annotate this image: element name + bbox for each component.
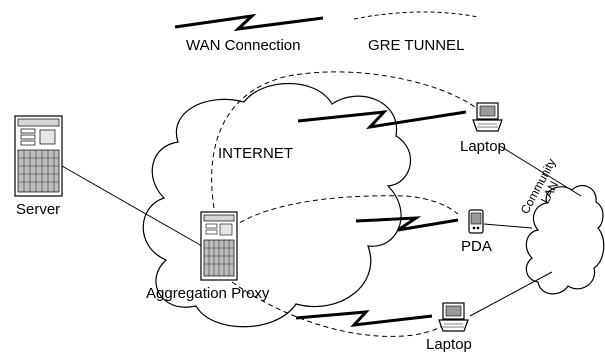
laptop-top-to-lan-link: [499, 145, 582, 197]
pda-to-lan-link: [483, 223, 533, 229]
wan-link-middle-lightning-icon: [355, 216, 459, 232]
laptop-bottom-label: Laptop: [426, 336, 472, 353]
pda-label: PDA: [461, 238, 492, 255]
internet-label: INTERNET: [218, 145, 293, 162]
gre-tunnel-top: [211, 71, 477, 209]
laptop-top-icon: [472, 102, 503, 132]
server-icon: [14, 115, 63, 197]
server-label: Server: [16, 201, 61, 218]
gre-tunnel-middle: [225, 195, 459, 233]
pda-icon: [468, 209, 484, 234]
legend-gre-dashed-line: [353, 11, 479, 20]
legend-gre-label: GRE TUNNEL: [368, 37, 465, 54]
aggregation-proxy-icon: [200, 211, 238, 281]
wan-link-top-lightning-icon: [297, 110, 467, 130]
laptop-bottom-to-lan-link: [469, 271, 553, 317]
aggregation-proxy-label: Aggregation Proxy: [146, 285, 270, 302]
legend-wan-lightning-icon: [174, 13, 324, 32]
server-to-proxy-link: [61, 165, 203, 247]
community-lan-cloud: [525, 185, 605, 295]
legend-wan-label: WAN Connection: [186, 37, 301, 54]
laptop-top-label: Laptop: [460, 138, 506, 155]
gre-tunnel-bottom: [231, 281, 453, 337]
wan-link-bottom-lightning-icon: [295, 310, 433, 327]
laptop-bottom-icon: [438, 302, 469, 332]
